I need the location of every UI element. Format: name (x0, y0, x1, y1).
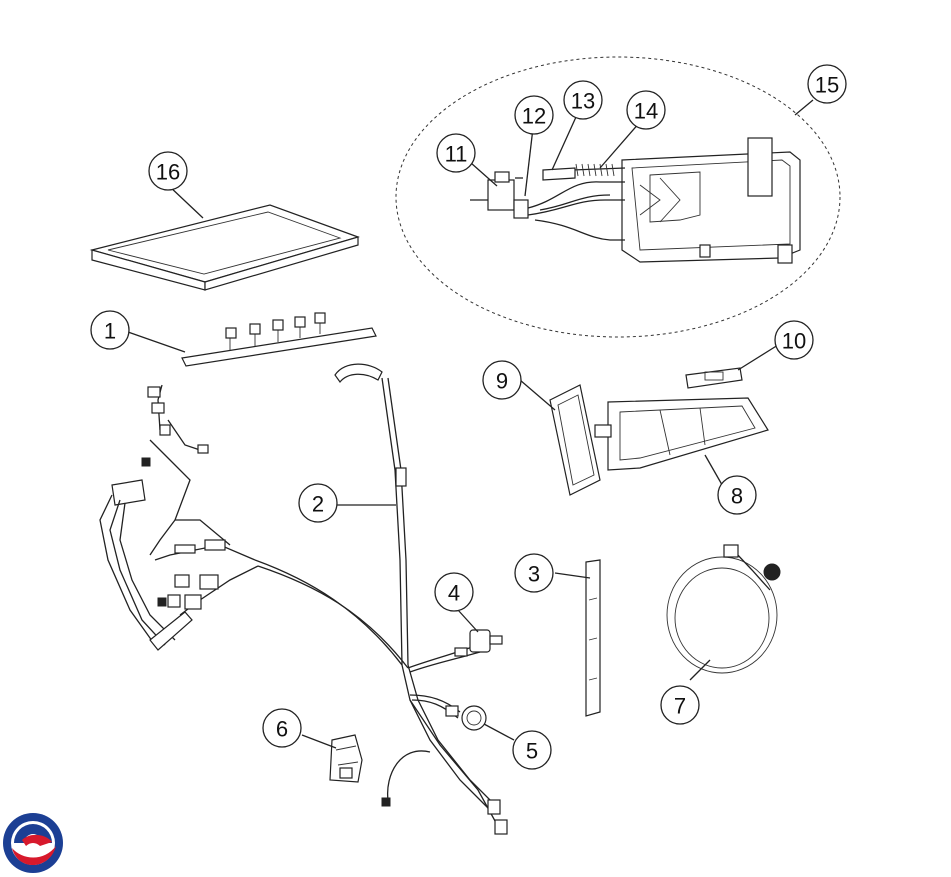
control-strip (127, 312, 377, 367)
wiring-harness (99, 363, 508, 835)
callout-5: 5 (512, 730, 552, 770)
callout-3: 3 (514, 553, 554, 593)
part-3-bracket (554, 559, 601, 717)
callout-13: 13 (563, 80, 603, 120)
brand-logo (3, 813, 63, 873)
callout-7: 7 (660, 685, 700, 725)
top-cover-panel (89, 184, 360, 291)
part-10-handle (685, 344, 779, 389)
svg-text:11: 11 (445, 142, 468, 167)
svg-text:16: 16 (156, 160, 180, 185)
callout-15: 15 (807, 64, 847, 104)
part-5-round-sensor (445, 705, 515, 741)
svg-text:7: 7 (674, 694, 686, 719)
dispenser-assembly-group (395, 56, 841, 338)
callout-9: 9 (482, 360, 522, 400)
part-7-hose-coil (666, 544, 781, 681)
callout-16: 16 (148, 151, 188, 191)
callout-8: 8 (717, 475, 757, 515)
callout-14: 14 (626, 90, 666, 130)
svg-text:15: 15 (815, 73, 839, 98)
callout-10: 10 (774, 320, 814, 360)
svg-text:8: 8 (731, 484, 743, 509)
part-6-door-lock (301, 734, 363, 783)
svg-text:10: 10 (782, 329, 806, 354)
callout-12: 12 (514, 95, 554, 135)
callout-6: 6 (262, 708, 302, 748)
svg-text:1: 1 (104, 319, 116, 344)
part-4-sensor (454, 609, 503, 657)
callout-1: 1 (90, 310, 130, 350)
svg-text:6: 6 (276, 717, 288, 742)
svg-text:5: 5 (526, 739, 538, 764)
svg-text:4: 4 (448, 581, 460, 606)
callout-11: 11 (436, 133, 476, 173)
part-9-front-panel (519, 379, 601, 496)
svg-text:14: 14 (634, 99, 658, 124)
svg-text:3: 3 (528, 562, 540, 587)
callout-4: 4 (434, 572, 474, 612)
logo-red-swoosh (12, 846, 56, 866)
callout-2: 2 (298, 483, 338, 523)
svg-text:9: 9 (496, 369, 508, 394)
svg-text:12: 12 (522, 104, 546, 129)
svg-text:2: 2 (312, 492, 324, 517)
svg-text:13: 13 (571, 89, 595, 114)
